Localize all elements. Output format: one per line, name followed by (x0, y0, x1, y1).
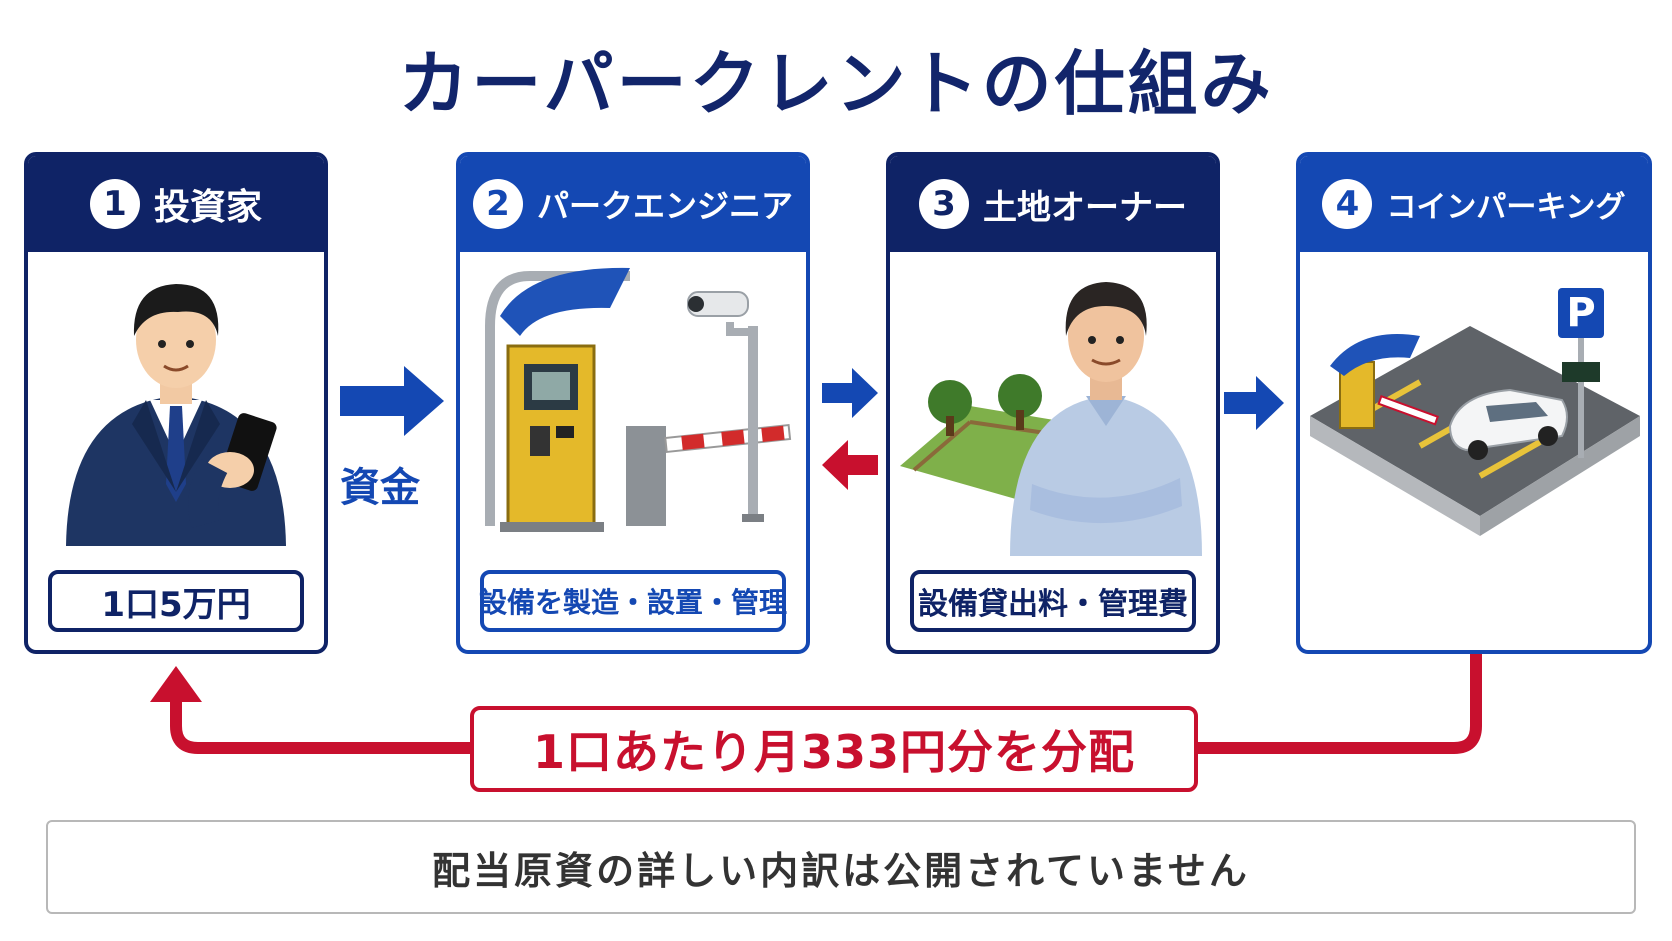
coin-parking-illustration: P (1300, 266, 1648, 596)
step-header-park-engineer: 2 パークエンジニア (460, 156, 806, 252)
step-name-investor: 投資家 (153, 187, 262, 228)
fund-arrow-icon (340, 366, 444, 436)
step-number-badge: 4 (1322, 179, 1373, 229)
step-header-coin-parking: 4 コインパーキング (1300, 156, 1648, 252)
step-number-badge: 2 (472, 179, 523, 229)
parking-equipment-illustration (460, 256, 806, 556)
step-header-investor: 1 投資家 (28, 156, 324, 252)
step-name-coin-parking: コインパーキング (1386, 190, 1626, 225)
page-title: カーパークレントの仕組み (398, 43, 1274, 125)
svg-text:P: P (1566, 290, 1595, 336)
fund-label: 資金 (340, 465, 420, 511)
step-card-coin-parking: 4 コインパーキング P (1296, 152, 1652, 654)
step-number-badge: 1 (89, 179, 140, 229)
step-card-land-owner: 3 土地オーナー 設備貸出料・管理費 (886, 152, 1220, 654)
manufacture-install-manage-label: 設備を製造・設置・管理 (479, 570, 787, 632)
arrow-right-icon (822, 368, 878, 418)
disclaimer-note: 配当原資の詳しい内訳は公開されていません (46, 820, 1636, 914)
investment-unit-label: 1口5万円 (48, 570, 304, 632)
distribution-amount-label: 1口あたり月333円分を分配 (470, 706, 1198, 792)
arrow-left-icon (822, 440, 878, 490)
investor-illustration (28, 256, 324, 556)
land-owner-illustration (890, 256, 1216, 556)
step-name-land-owner: 土地オーナー (983, 187, 1187, 228)
step-name-park-engineer: パークエンジニア (536, 187, 793, 225)
step-header-land-owner: 3 土地オーナー (890, 156, 1216, 252)
step-card-investor: 1 投資家 1口5万円 (24, 152, 328, 654)
arrow-right-icon (1224, 376, 1284, 430)
rental-management-fee-label: 設備貸出料・管理費 (910, 570, 1196, 632)
step-card-park-engineer: 2 パークエンジニア 設備を製造・設置・管理 (456, 152, 810, 654)
step-number-badge: 3 (919, 179, 969, 229)
